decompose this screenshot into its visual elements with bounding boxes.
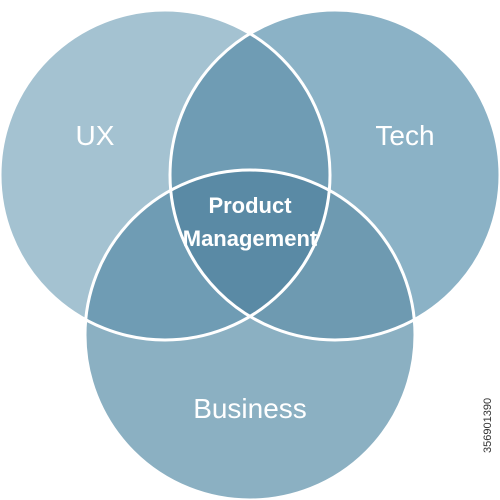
outline-business <box>83 168 417 500</box>
label-tech: Tech <box>375 120 434 151</box>
label-center-line2: Management <box>183 226 318 251</box>
label-business: Business <box>193 393 307 424</box>
label-ux: UX <box>76 120 115 151</box>
label-center-line1: Product <box>208 193 292 218</box>
outline-tech <box>168 8 500 342</box>
outline-ux <box>0 8 332 342</box>
stock-id-watermark: 356901390 <box>482 397 494 453</box>
